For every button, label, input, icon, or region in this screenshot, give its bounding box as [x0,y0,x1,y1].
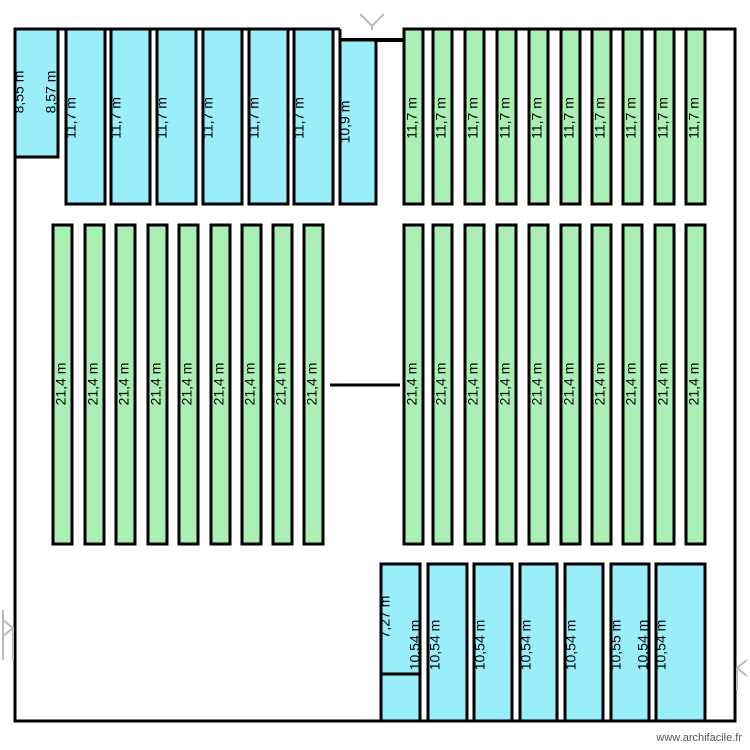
green-rack [402,27,425,206]
dimension-label: 21,4 m [433,363,449,406]
blue-room-small [13,27,60,159]
green-rack [559,27,582,206]
dimension-label: 11,7 m [154,97,170,139]
green-rack [431,27,454,206]
green-rack [559,223,582,546]
dimension-label: 21,4 m [211,363,227,406]
blue-room [109,27,152,206]
dimension-label: 11,7 m [108,97,124,139]
dimension-label: 21,4 m [85,363,101,406]
green-rack [527,223,550,546]
green-rack [271,223,294,546]
dimension-label: 11,7 m [592,97,608,139]
dimension-label: 21,4 m [529,363,545,406]
blue-room-narrow [338,38,378,206]
door-arrow-top [359,13,385,30]
dimension-label: 11,7 m [433,97,449,139]
dimension-label: 21,4 m [465,363,481,406]
dimension-label: 21,4 m [148,363,164,406]
green-rack [209,223,232,546]
green-rack [653,223,676,546]
dimension-label: 21,4 m [497,363,513,406]
dimension-label: 11,7 m [686,97,702,139]
dimension-label: 21,4 m [623,363,639,406]
dimension-label: 10,55 m [608,620,624,671]
green-rack [431,223,454,546]
green-rack [495,27,518,206]
dimension-label: 8,55 m [11,71,27,114]
dimension-label: 21,4 m [592,363,608,406]
green-rack [402,223,425,546]
dimension-label: 11,7 m [497,97,513,139]
blue-room [247,27,290,206]
dimension-label: 11,7 m [655,97,671,139]
dimension-label: 21,4 m [561,363,577,406]
dimension-label: 10,54 m [518,620,534,671]
green-rack [146,223,169,546]
blue-room [426,562,469,723]
dimension-label: 10,9 m [337,101,353,144]
blue-room [609,562,651,723]
blue-room [379,562,422,676]
dimension-label: 21,4 m [273,363,289,406]
dimension-label: 21,4 m [242,363,258,406]
dimension-label: 21,4 m [404,363,420,406]
dimension-label: 11,7 m [465,97,481,139]
door-arrow-right [735,659,748,690]
dimension-label: 8,57 m [43,71,59,114]
dimension-label: 11,7 m [623,97,639,139]
blue-room-small [379,672,422,723]
green-rack [302,223,325,546]
dimension-label: 21,4 m [116,363,132,406]
green-rack [527,27,550,206]
dimension-label: 10,54 m [407,620,423,671]
green-rack [653,27,676,206]
green-rack [463,223,486,546]
dimension-label: 11,7 m [200,97,216,139]
dimension-label: 21,4 m [179,363,195,406]
green-rack [590,27,613,206]
dimension-label: 11,7 m [404,97,420,139]
blue-room [654,562,707,723]
watermark: www.archifacile.fr [656,732,742,744]
green-rack [83,223,106,546]
blue-room [155,27,198,206]
green-rack [463,27,486,206]
green-rack [51,223,74,546]
dimension-label: 10,54 m [427,620,443,671]
dimension-label: 10,54 m [472,620,488,671]
green-rack [621,223,644,546]
green-rack [590,223,613,546]
dimension-label: 11,7 m [529,97,545,139]
dimension-label: 11,7 m [246,97,262,139]
green-rack [684,27,707,206]
green-rack [495,223,518,546]
green-rack [621,27,644,206]
dimension-label: 10,54 m [635,620,651,671]
blue-room [472,562,514,723]
dimension-label: 21,4 m [304,363,320,406]
green-rack [114,223,137,546]
blue-room [292,27,335,206]
green-rack [684,223,707,546]
dimension-label: 11,7 m [291,97,307,139]
dimension-label: 11,7 m [63,97,79,139]
green-rack [240,223,263,546]
blue-room [518,562,559,723]
dimension-label: 21,4 m [53,363,69,406]
blue-room [64,27,107,206]
blue-room [563,562,605,723]
door-arrow-left [2,610,15,660]
dimension-label: 10,54 m [563,620,579,671]
dimension-label: 21,4 m [686,363,702,406]
dimension-label: 7,27 m [377,596,393,639]
dimension-label: 21,4 m [655,363,671,406]
green-rack [177,223,200,546]
dimension-label: 11,7 m [561,97,577,139]
blue-room [201,27,244,206]
dimension-label: 10,54 m [653,620,669,671]
